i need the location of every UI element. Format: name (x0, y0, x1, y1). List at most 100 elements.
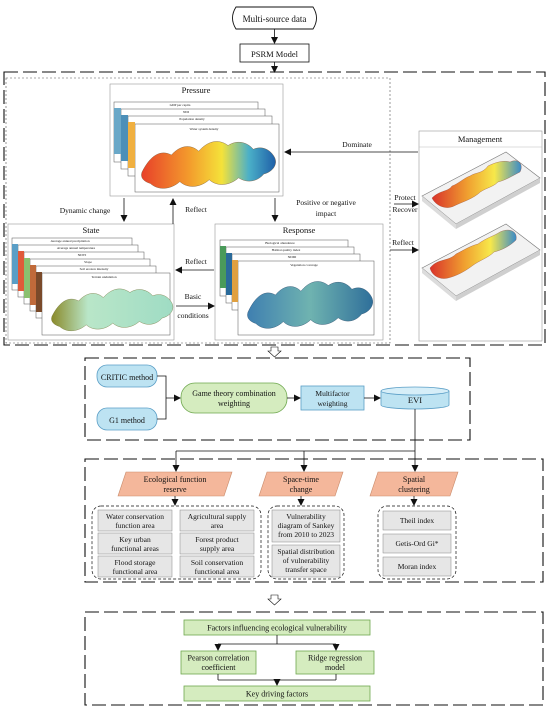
management-panel: Management (418, 130, 543, 342)
ridge-box (295, 650, 375, 675)
pearson-label-1: Pearson correlation (188, 654, 250, 663)
pressure-layer-1: GDP per capita (170, 103, 191, 107)
factors-label: Factors influencing ecological vulnerabi… (207, 624, 347, 633)
key-label: Key driving factors (246, 690, 308, 699)
eco-cell-2 (179, 509, 255, 532)
sc-cell-1-label: Theil index (400, 516, 435, 525)
connector-psrm-to-weighting (267, 346, 282, 358)
eco-cell-4 (179, 532, 255, 555)
impact-label-2: impact (316, 209, 337, 218)
eco-cell-4-l1: Forest product (195, 535, 239, 544)
eco-cell-5-l1: Flood storage (114, 558, 156, 567)
psrm-frame (3, 71, 546, 346)
game-theory-box (180, 382, 288, 414)
st-cell-1-l2: diagram of Sankey (278, 521, 335, 530)
brace-critic-g1 (157, 375, 178, 420)
sc-cell-2 (382, 533, 452, 554)
sc-cell-2-label: Getis-Ord Gi* (395, 539, 438, 548)
pressure-map-stack: GDP per capita NDI Population density Wa… (113, 101, 280, 193)
eco-cell-3-l1: Key urban (119, 535, 151, 544)
analysis-frame (84, 458, 544, 583)
st-cell-1 (271, 509, 341, 543)
eco-cell-3-l2: functional areas (111, 544, 159, 553)
state-layer-5: Soil erosion intensity (80, 267, 109, 271)
weighting-frame (84, 357, 471, 441)
eco-cell-1-l1: Water conservation (106, 512, 164, 521)
ridge-label-2: model (325, 663, 346, 672)
source-cylinder (232, 6, 317, 30)
eco-cell-2-l2: area (211, 521, 224, 530)
dynamic-change-label: Dynamic change (60, 206, 111, 215)
response-title: Response (283, 225, 316, 235)
psr-inner-frame (5, 77, 391, 344)
ridge-label-1: Ridge regression (308, 654, 362, 663)
st-title-1: Space-time (283, 475, 319, 484)
eco-cell-1 (97, 509, 173, 532)
basic-label-2: conditions (177, 311, 208, 320)
sc-cell-3 (382, 556, 452, 577)
game-label-2: weighting (218, 399, 250, 408)
eco-cell-6 (179, 555, 255, 578)
basic-label-1: Basic (185, 292, 202, 301)
evi-distribution-lines (176, 409, 416, 452)
pressure-layer-4: Water system density (190, 127, 219, 131)
response-map-stack: Biological abundance Habitat quality ind… (219, 239, 375, 336)
eco-title-2: reserve (163, 485, 187, 494)
dominate-label: Dominate (342, 140, 372, 149)
st-cell-2-l1: Spatial distribution (277, 547, 335, 556)
key-box (183, 685, 371, 702)
st-cell-2-l2: of vulnerability (283, 556, 330, 565)
pressure-layer-2: NDI (183, 110, 190, 114)
source-label: Multi-source data (243, 14, 307, 24)
response-layer-3: NDDI (288, 255, 297, 259)
pearson-label-2: coefficient (201, 663, 236, 672)
reflect-up-label: Reflect (185, 205, 208, 214)
connector-analysis-to-drivers (267, 594, 282, 606)
reflect-mid-label: Reflect (185, 257, 208, 266)
pressure-layer-3: Population density (179, 117, 205, 121)
state-layer-3: NDVI (78, 253, 87, 257)
recover-label: Recover (393, 205, 418, 214)
eco-cell-6-l1: Soil conservation (191, 558, 244, 567)
multi-label-2: weighting (318, 399, 348, 408)
sc-title-1: Spatial (403, 475, 426, 484)
impact-label-1: Positive or negative (296, 198, 356, 207)
sc-cell-3-label: Moran index (398, 562, 437, 571)
multifactor-box (300, 385, 365, 411)
sc-title-shape (369, 471, 459, 497)
state-panel: State Average annual precipitation Avera… (7, 223, 175, 341)
sc-cell-1 (382, 510, 452, 531)
eco-cell-2-l1: Agricultural supply (188, 512, 247, 521)
state-title: State (83, 225, 100, 235)
response-panel: Response Biological abundance Habitat qu… (214, 223, 384, 341)
pressure-title: Pressure (182, 85, 211, 95)
pearson-box (180, 650, 257, 675)
response-layer-2: Habitat quality index (272, 248, 301, 252)
evi-cylinder (380, 386, 450, 410)
state-layer-2: Average annual temperature (57, 246, 96, 250)
eco-cell-5-l2: functional area (113, 567, 158, 576)
eco-cell-1-l2: function area (115, 521, 155, 530)
split-lines (218, 635, 336, 645)
st-cell-2-l3: transfer space (285, 565, 327, 574)
eco-cell-3 (97, 532, 173, 555)
pressure-panel: Pressure GDP per capita NDI Population d… (109, 83, 284, 197)
merge-lines (217, 674, 337, 681)
reflect-management-label: Reflect (392, 238, 415, 247)
st-cell-1-l1: Vulnerability (286, 512, 326, 521)
evi-label: EVI (408, 395, 422, 405)
st-cell-1-l3: from 2010 to 2023 (278, 530, 334, 539)
state-layer-4: Slope (84, 260, 92, 264)
protect-label: Protect (394, 193, 416, 202)
game-label-1: Game theory combination (192, 389, 276, 398)
st-title-shape (258, 471, 344, 497)
response-layer-4: Vegetation coverage (290, 263, 318, 267)
eco-cell-6-l2: functional area (195, 567, 240, 576)
management-title: Management (458, 134, 503, 144)
management-map-upper (421, 151, 541, 229)
st-title-2: change (290, 485, 313, 494)
critic-label: CRITIC method (101, 373, 153, 382)
eco-title-1: Ecological function (144, 475, 207, 484)
eco-cell-5 (97, 555, 173, 578)
